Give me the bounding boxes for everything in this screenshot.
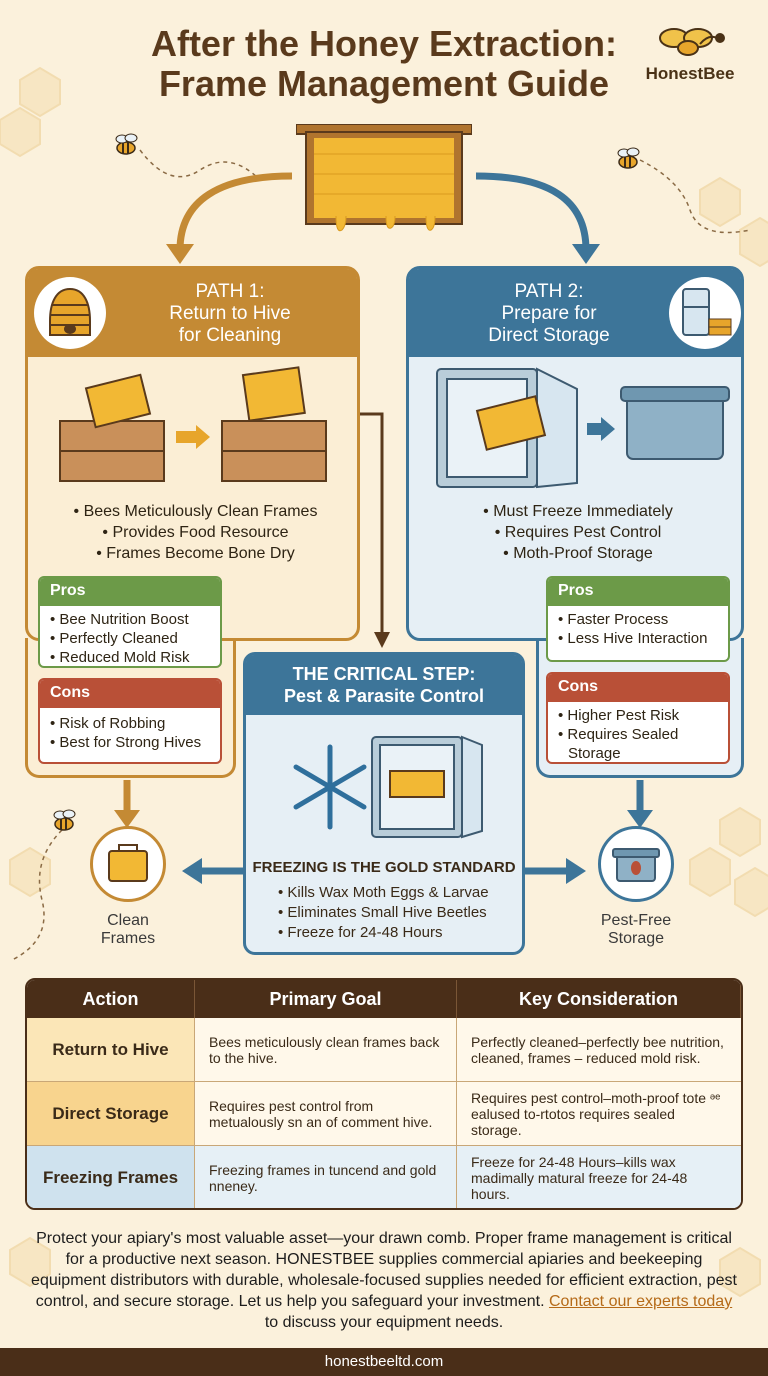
bullet-item: • Must Freeze Immediately [483, 503, 673, 520]
cons-header: Cons [548, 674, 728, 702]
bee-icon [115, 133, 138, 155]
table-cell-consideration: Perfectly cleaned–perfectly bee nutritio… [457, 1018, 741, 1081]
table-header-cell: Action [27, 980, 195, 1018]
footer-paragraph: Protect your apiary's most valuable asse… [28, 1228, 740, 1333]
critical-bullets: • Kills Wax Moth Eggs & Larvae • Elimina… [278, 883, 518, 943]
bullet-item: • Requires Pest Control [494, 524, 662, 541]
pro-item: • Faster Process [558, 611, 669, 628]
bullet-item: • Bees Meticulously Clean Frames [73, 503, 318, 520]
flow-arrows-middle [114, 412, 653, 884]
path-1-title-line: PATH 1: [195, 281, 265, 302]
critical-title-line: THE CRITICAL STEP: [292, 664, 476, 684]
bullet-item: • Provides Food Resource [102, 524, 289, 541]
critical-step-panel: THE CRITICAL STEP: Pest & Parasite Contr… [243, 652, 525, 955]
bullet-item: • Freeze for 24-48 Hours [278, 924, 443, 941]
con-item: • Best for Strong Hives [50, 734, 202, 751]
gold-standard-label: FREEZING IS THE GOLD STANDARD [252, 859, 516, 876]
website-link[interactable]: honestbeeltd.com [324, 1353, 444, 1370]
path-1-title-line: for Cleaning [178, 325, 282, 346]
path-1-bullets: • Bees Meticulously Clean Frames • Provi… [28, 501, 363, 564]
pros-header: Pros [548, 578, 728, 606]
footer-text: Protect your apiary's most valuable asse… [31, 1230, 737, 1310]
pro-item: • Less Hive Interaction [558, 630, 708, 647]
table-cell-action: Direct Storage [27, 1082, 195, 1145]
hive-cleaning-illustration [59, 366, 327, 482]
table-cell-action: Freezing Frames [27, 1146, 195, 1208]
pros-header: Pros [40, 578, 220, 606]
table-cell-consideration: Requires pest control–moth-proof tote ᵊᵉ… [457, 1082, 741, 1145]
con-item: Storage [568, 745, 621, 762]
con-item: • Requires Sealed [558, 726, 679, 743]
bullet-item: • Moth-Proof Storage [503, 545, 653, 562]
footer-bar: honestbeeltd.com [0, 1348, 768, 1376]
path-2-title: PATH 2: Prepare for Direct Storage [429, 281, 669, 347]
freezer-snowflake-illustration [293, 735, 483, 839]
beehive-badge [34, 277, 106, 349]
path-1-cons-box: Cons • Risk of Robbing • Best for Strong… [38, 678, 222, 764]
path-1-pros-box: Pros • Bee Nutrition Boost • Perfectly C… [38, 576, 222, 668]
pro-item: • Perfectly Cleaned [50, 630, 178, 647]
table-header-cell: Primary Goal [195, 980, 457, 1018]
pest-free-storage-label: Pest-Free Storage [600, 912, 672, 947]
pro-item: • Reduced Mold Risk [50, 649, 190, 666]
table-cell-action: Return to Hive [27, 1018, 195, 1081]
freezer-badge [669, 277, 741, 349]
bee-logo-icon [659, 28, 725, 56]
table-cell-goal: Bees meticulously clean frames back to t… [195, 1018, 457, 1081]
bullet-item: • Kills Wax Moth Eggs & Larvae [278, 884, 489, 901]
comparison-table: Action Primary Goal Key Consideration Re… [25, 978, 743, 1210]
bullet-item: • Frames Become Bone Dry [96, 545, 295, 562]
critical-title-line: Pest & Parasite Control [283, 686, 485, 706]
critical-step-header [246, 655, 522, 715]
path-2-title-line: Direct Storage [488, 325, 610, 346]
beehive-icon [49, 287, 91, 336]
table-cell-consideration: Freeze for 24-48 Hours–kills wax madimal… [457, 1146, 741, 1208]
path-2-cons-box: Cons • Higher Pest Risk • Requires Seale… [546, 672, 730, 764]
table-cell-goal: Requires pest control from metualously s… [195, 1082, 457, 1145]
title-line-2: Frame Management Guide [158, 63, 610, 104]
contact-experts-link[interactable]: Contact our experts today [548, 1293, 733, 1310]
frame-box-icon [108, 844, 148, 882]
footer-text: to discuss your equipment needs. [264, 1314, 504, 1331]
table-header-cell: Key Consideration [457, 980, 741, 1018]
table-row: Direct Storage Requires pest control fro… [27, 1082, 741, 1146]
path-1-title-line: Return to Hive [169, 303, 291, 324]
clean-frames-icon [90, 826, 166, 902]
bee-icon [53, 809, 76, 831]
title-line-1: After the Honey Extraction: [150, 23, 618, 64]
clean-frames-label: Clean Frames [100, 912, 156, 947]
brand-logo[interactable]: HonestBee [630, 14, 750, 94]
bee-icon [617, 147, 640, 169]
bullet-item: • Eliminates Small Hive Beetles [278, 904, 487, 921]
path-1-title: PATH 1: Return to Hive for Cleaning [110, 281, 350, 347]
cons-header: Cons [40, 680, 220, 708]
path-2-panel: PATH 2: Prepare for Direct Storage • Mus… [406, 266, 744, 641]
freezer-storage-illustration [436, 367, 730, 489]
path-2-title-line: Prepare for [501, 303, 597, 324]
path-2-pros-box: Pros • Faster Process • Less Hive Intera… [546, 576, 730, 662]
page-title: After the Honey Extraction: Frame Manage… [0, 24, 768, 104]
con-item: • Higher Pest Risk [558, 707, 680, 724]
freezer-icon [682, 288, 732, 336]
table-row: Freezing Frames Freezing frames in tunce… [27, 1146, 741, 1208]
flow-arrows-top [166, 172, 600, 264]
critical-step-title: THE CRITICAL STEP: Pest & Parasite Contr… [246, 663, 522, 707]
pest-free-storage-icon [598, 826, 674, 902]
table-header: Action Primary Goal Key Consideration [27, 980, 741, 1018]
pro-item: • Bee Nutrition Boost [50, 611, 189, 628]
table-cell-goal: Freezing frames in tuncend and gold nnen… [195, 1146, 457, 1208]
con-item: • Risk of Robbing [50, 715, 166, 732]
brand-name: HonestBee [645, 64, 735, 83]
table-row: Return to Hive Bees meticulously clean f… [27, 1018, 741, 1082]
path-2-bullets: • Must Freeze Immediately • Requires Pes… [409, 501, 747, 564]
honey-frame-illustration [296, 124, 472, 232]
path-2-title-line: PATH 2: [514, 281, 584, 302]
storage-tote-icon [612, 848, 660, 882]
